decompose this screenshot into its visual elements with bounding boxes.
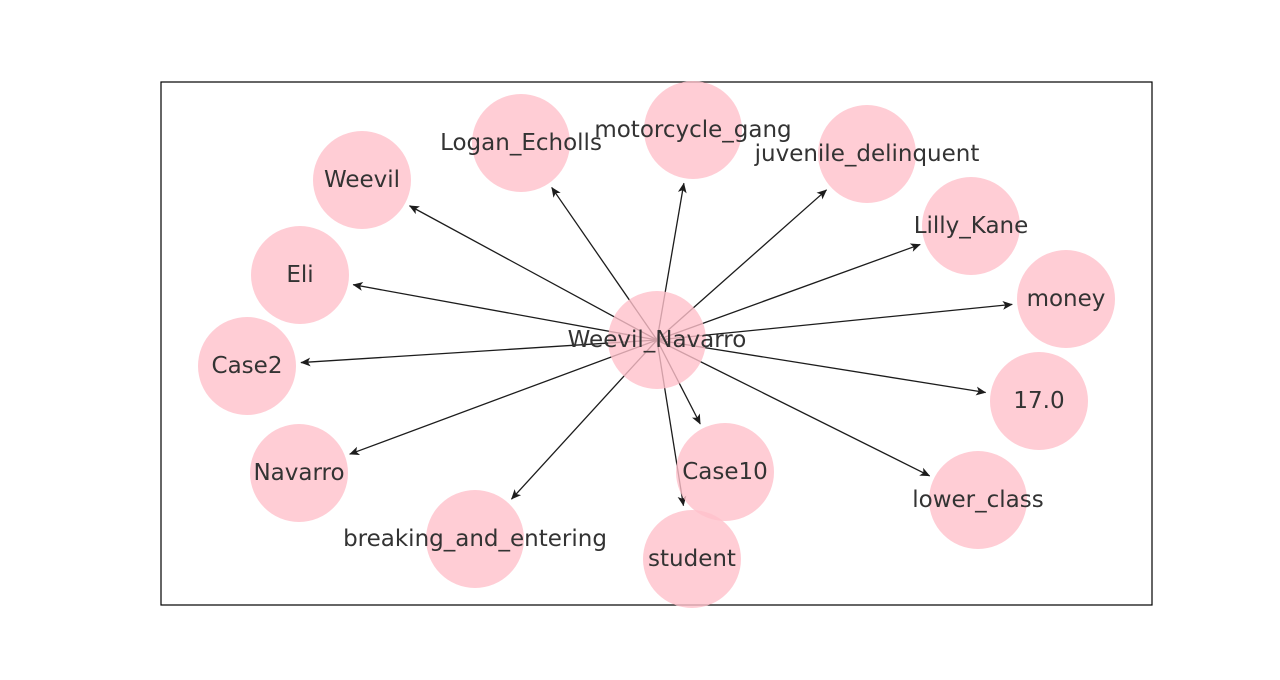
node-label-Weevil: Weevil xyxy=(324,167,400,193)
node-label-money: money xyxy=(1027,286,1106,312)
node-motorcycle_gang xyxy=(644,81,742,179)
node-label-Weevil_Navarro: Weevil_Navarro xyxy=(568,327,747,353)
edge-Weevil_Navarro-to-money xyxy=(656,300,1013,341)
node-Logan_Echolls xyxy=(472,94,570,192)
node-student xyxy=(643,510,741,608)
node-breaking_and_entering xyxy=(426,490,524,588)
node-label-Case2: Case2 xyxy=(212,353,283,379)
node-label-juvenile_delinquent: juvenile_delinquent xyxy=(754,141,980,167)
node-Navarro xyxy=(250,424,348,522)
node-Eli xyxy=(251,226,349,324)
node-label-17.0: 17.0 xyxy=(1013,388,1064,414)
node-label-lower_class: lower_class xyxy=(912,487,1043,513)
node-Case2 xyxy=(198,317,296,415)
node-juvenile_delinquent xyxy=(818,105,916,203)
node-money xyxy=(1017,250,1115,348)
node-label-Logan_Echolls: Logan_Echolls xyxy=(440,130,602,156)
node-17.0 xyxy=(990,352,1088,450)
edge-Weevil_Navarro-to-Case2 xyxy=(300,339,658,367)
node-Case10 xyxy=(676,423,774,521)
node-label-breaking_and_entering: breaking_and_entering xyxy=(343,526,607,552)
nodes-layer xyxy=(198,81,1115,608)
node-label-motorcycle_gang: motorcycle_gang xyxy=(594,117,791,143)
node-label-Lilly_Kane: Lilly_Kane xyxy=(914,213,1029,239)
edge-Weevil_Navarro-to-17.0 xyxy=(656,339,987,396)
node-Lilly_Kane xyxy=(922,177,1020,275)
node-Weevil xyxy=(313,131,411,229)
edge-Weevil_Navarro-to-Eli xyxy=(352,282,658,341)
node-label-Case10: Case10 xyxy=(682,459,768,485)
labels-layer: Weevil Logan_Echollsmotorcycle_gangjuveni… xyxy=(212,117,1106,572)
node-label-student: student xyxy=(648,546,736,572)
edge-Weevil_Navarro-to-lower_class xyxy=(656,339,931,477)
node-lower_class xyxy=(929,451,1027,549)
node-Weevil_Navarro xyxy=(608,291,706,389)
node-label-Navarro: Navarro xyxy=(253,460,344,486)
edge-Weevil_Navarro-to-Navarro xyxy=(349,339,658,456)
node-label-Eli: Eli xyxy=(286,262,313,288)
